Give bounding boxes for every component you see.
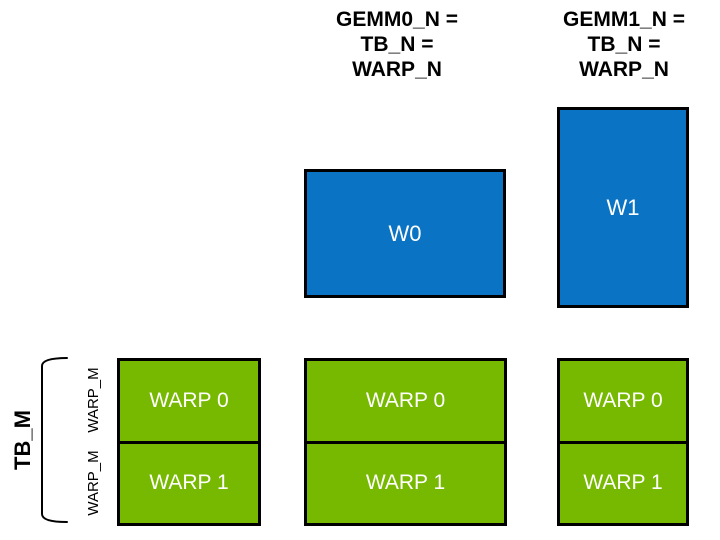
warp-tile-w0-box: W0 <box>304 169 506 298</box>
header-line: GEMM0_N = <box>336 8 458 31</box>
warp-cell: WARP 1 <box>583 471 663 495</box>
header-line: TB_N = <box>360 33 434 56</box>
header-line: WARP_N <box>352 58 442 81</box>
gemm0-n-header: GEMM0_N = TB_N = WARP_N <box>297 7 497 82</box>
tb-m-bracket <box>41 357 68 523</box>
header-line: WARP_N <box>579 58 669 81</box>
gemm1-n-header: GEMM1_N = TB_N = WARP_N <box>524 7 720 82</box>
header-line: TB_N = <box>587 33 661 56</box>
warp-column-middle: WARP 0 WARP 1 <box>304 358 507 526</box>
warp-row-divider <box>120 440 258 444</box>
warp-column-right: WARP 0 WARP 1 <box>557 358 689 526</box>
warp-cell: WARP 1 <box>365 471 446 495</box>
tb-m-axis-label: TB_M <box>10 410 35 470</box>
warp-cell: WARP 0 <box>365 388 446 412</box>
warp-tile-w1-box: W1 <box>557 107 689 308</box>
warp-cell: WARP 0 <box>583 388 663 412</box>
warp-cell: WARP 1 <box>149 471 229 495</box>
warp-cell: WARP 0 <box>149 388 229 412</box>
w1-label: W1 <box>606 194 640 220</box>
warp-m-label-bottom: WARP_M <box>84 450 102 516</box>
warp-m-label-top: WARP_M <box>84 367 102 433</box>
warp-row-divider <box>560 440 686 444</box>
header-line: GEMM1_N = <box>563 8 685 31</box>
warp-column-left: WARP 0 WARP 1 <box>117 358 261 526</box>
w0-label: W0 <box>388 220 422 246</box>
warp-row-divider <box>307 440 504 444</box>
